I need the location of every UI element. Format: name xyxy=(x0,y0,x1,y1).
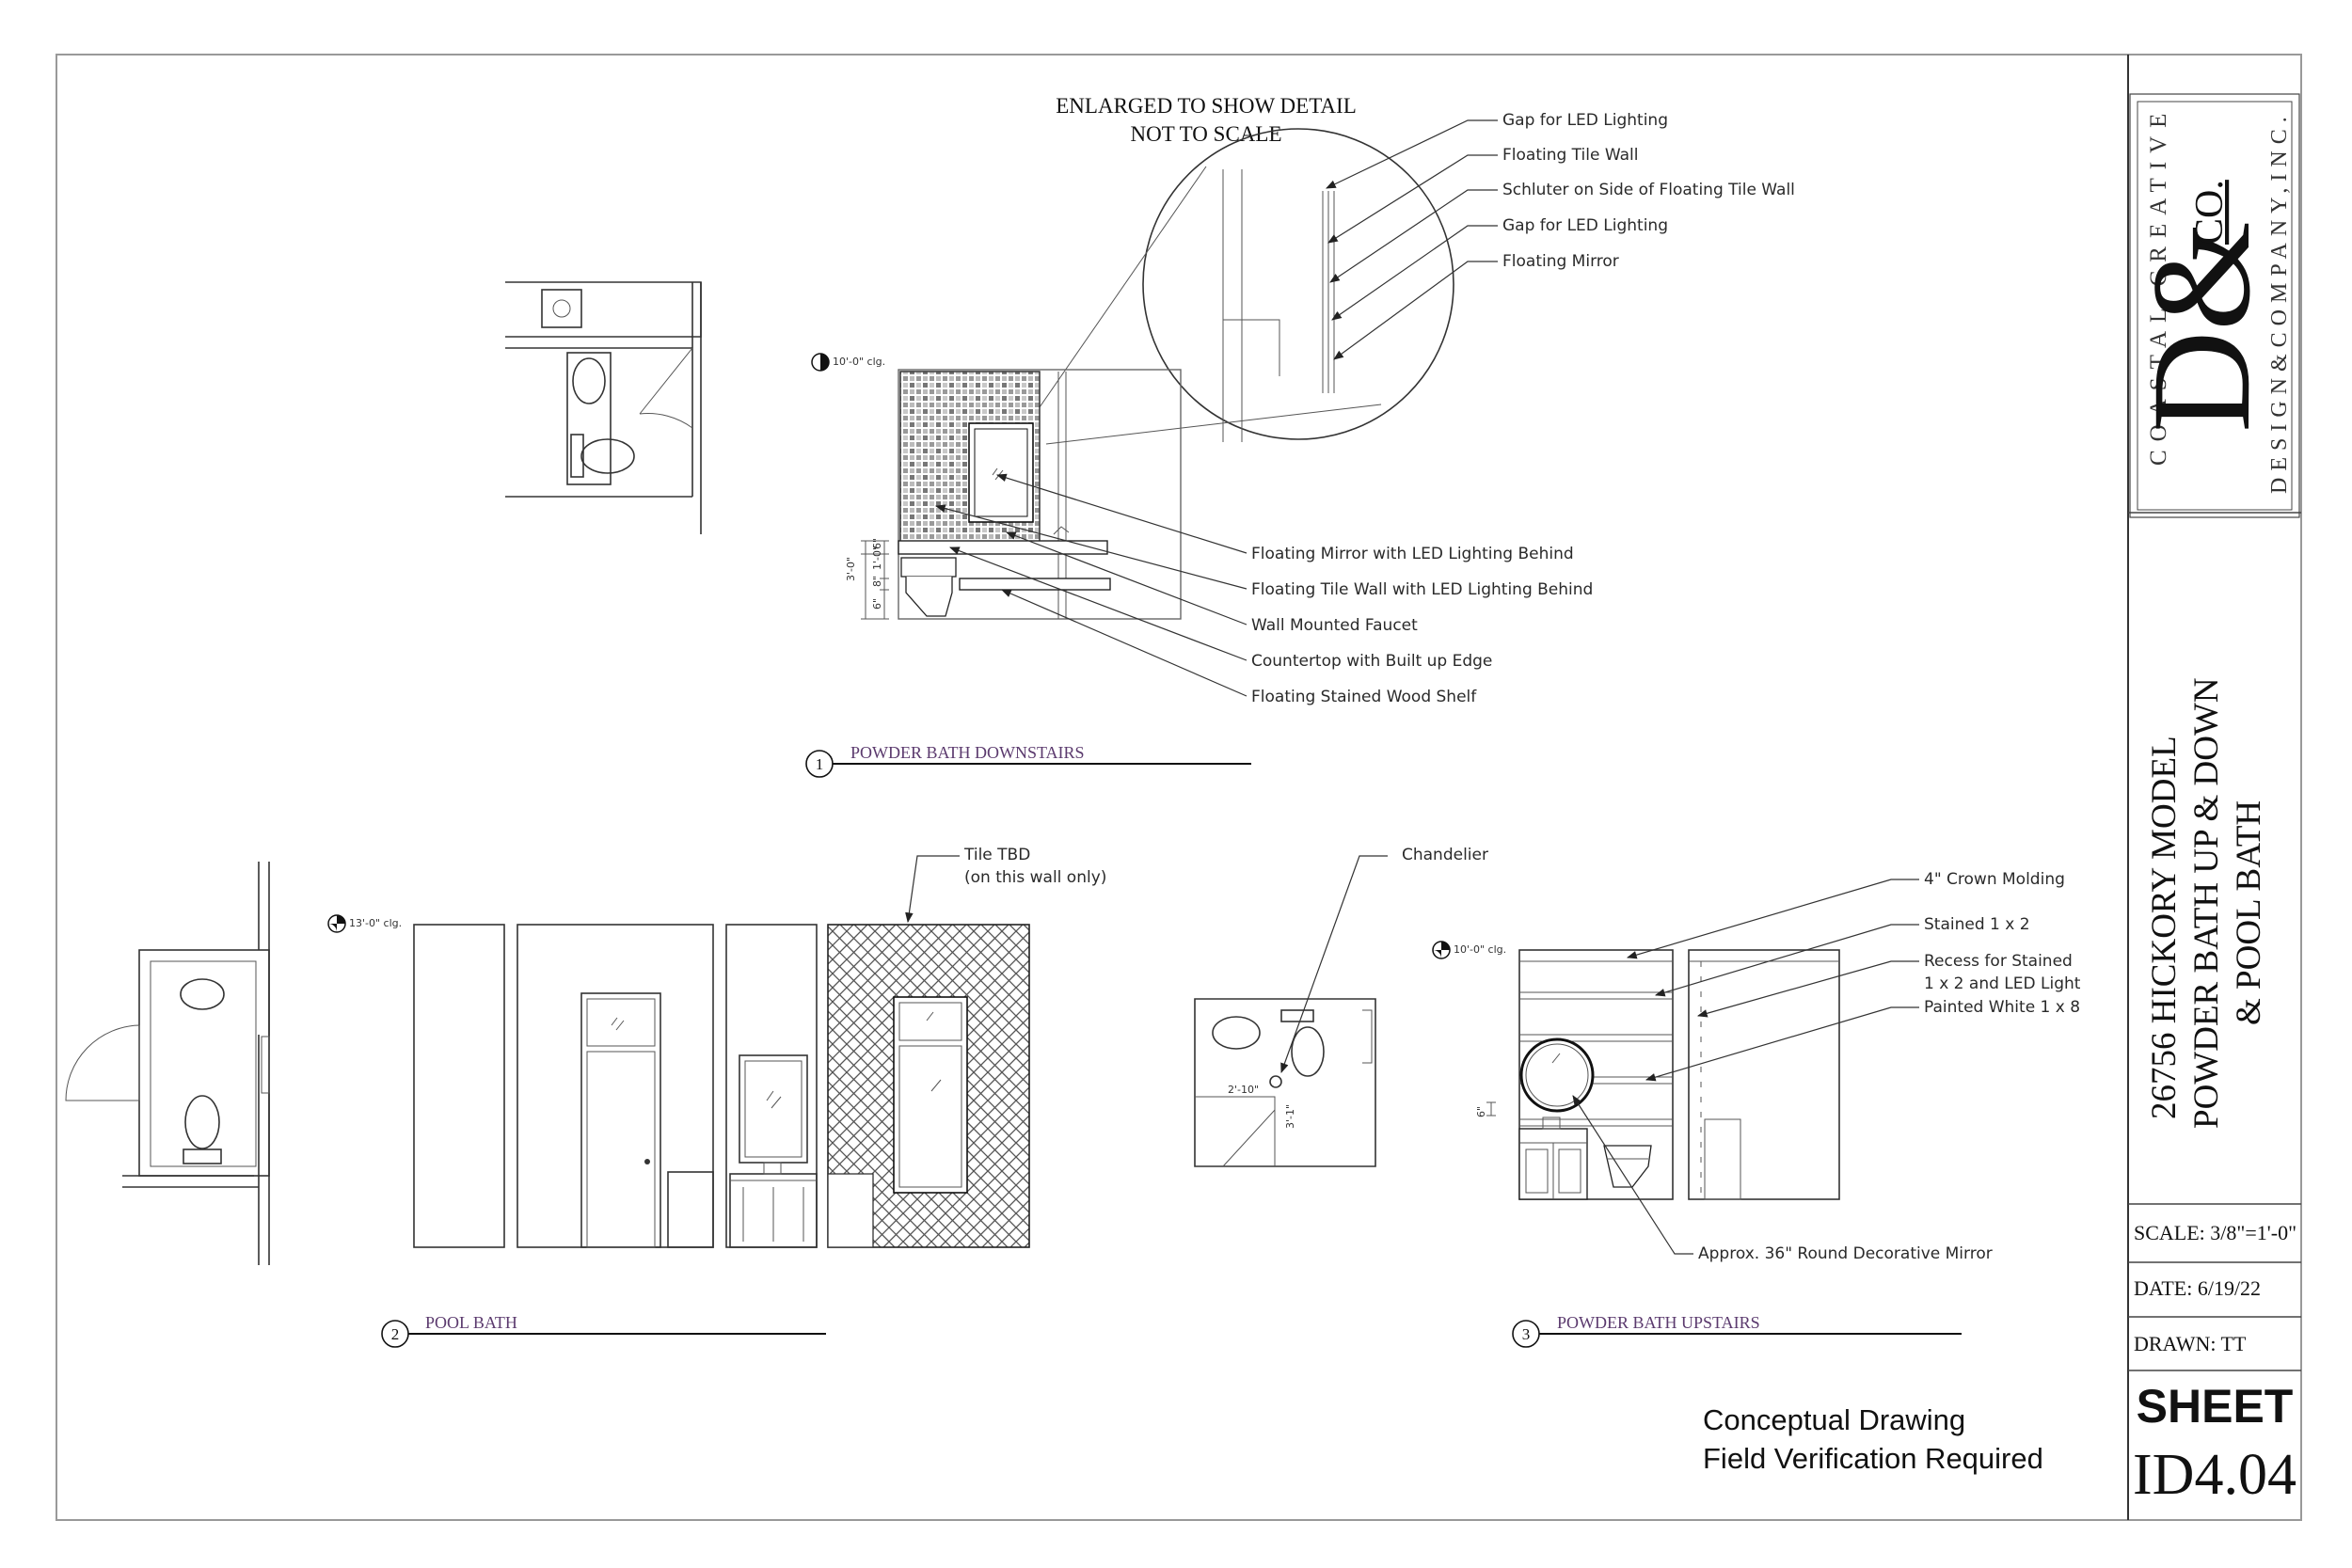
sheet-label: SHEET xyxy=(2137,1380,2294,1433)
brand-co: CO. xyxy=(2188,180,2232,245)
view3-elevation: 10'-0" clg. 6" 4" Crown Molding Stained … xyxy=(1432,870,2081,1348)
view2-ceiling: 13'-0" clg. xyxy=(349,917,402,929)
plan-dim-1: 2'-10" xyxy=(1228,1084,1259,1096)
view1-elevation: 10'-0" clg. 3'-0" 6" 1'-0" 8" 6" xyxy=(805,353,1593,778)
header-note: ENLARGED TO SHOW DETAIL NOT TO SCALE xyxy=(1056,94,1357,146)
enlarged-detail: Gap for LED Lighting Floating Tile Wall … xyxy=(1013,111,1795,445)
detail-callout-4: Gap for LED Lighting xyxy=(1502,216,1668,235)
view1-plan xyxy=(505,281,702,534)
view1-dim-c: 8" xyxy=(871,576,883,587)
view1-callout-1: Floating Mirror with LED Lighting Behind xyxy=(1251,545,1574,563)
view2-plan xyxy=(65,862,270,1265)
round-mirror xyxy=(1519,1037,1595,1113)
project-line3: & POOL BATH xyxy=(2230,800,2268,1025)
company-logo: COASTAL CREATIVE D& CO. DESIGN&COMPANY,I… xyxy=(2123,105,2292,494)
footer-note-line2: Field Verification Required xyxy=(1703,1442,2043,1475)
upstairs-lavatory-icon xyxy=(1212,1016,1261,1050)
pool-mirror xyxy=(739,1054,808,1164)
wood-shelf xyxy=(959,578,1111,591)
view3-callout-3b: 1 x 2 and LED Light xyxy=(1924,974,2081,993)
plan-dim-2: 3'-1" xyxy=(1284,1104,1296,1129)
view1-callout-labels: Floating Mirror with LED Lighting Behind… xyxy=(1251,545,1593,706)
header-note-line1: ENLARGED TO SHOW DETAIL xyxy=(1056,94,1357,118)
title-block: COASTAL CREATIVE D& CO. DESIGN&COMPANY,I… xyxy=(2123,55,2301,1520)
detail-circle xyxy=(1142,128,1454,440)
view3-ceiling: 10'-0" clg. xyxy=(1454,943,1506,956)
view3-callout-labels: 4" Crown Molding Stained 1 x 2 Recess fo… xyxy=(1698,870,2081,1263)
project-line2: POWDER BATH UP & DOWN xyxy=(2187,677,2226,1129)
view1-ceiling: 10'-0" clg. xyxy=(833,356,885,368)
side-dim: 6" xyxy=(1475,1106,1487,1117)
view3-callout-4: Painted White 1 x 8 xyxy=(1924,998,2080,1017)
view3-title: 3 POWDER BATH UPSTAIRS xyxy=(1512,1313,1962,1348)
upstairs-toilet xyxy=(1603,1145,1652,1188)
view3-leaders xyxy=(1572,879,1919,1255)
detail-callout-labels: Gap for LED Lighting Floating Tile Wall … xyxy=(1502,111,1795,271)
view2-elevation: 13'-0" clg. Tile TBD (on this wall only)… xyxy=(327,846,1106,1348)
view3-callout-1: 4" Crown Molding xyxy=(1924,870,2065,889)
tile-note-2: (on this wall only) xyxy=(964,868,1106,887)
view1-callout-5: Floating Stained Wood Shelf xyxy=(1251,688,1477,706)
footer-note: Conceptual Drawing Field Verification Re… xyxy=(1703,1403,2043,1475)
date-label: DATE: 6/19/22 xyxy=(2134,1276,2261,1300)
sheet-border xyxy=(56,54,2302,1521)
pool-window xyxy=(893,996,968,1194)
view1-dim-total: 3'-0" xyxy=(845,557,857,581)
view1-callout-3: Wall Mounted Faucet xyxy=(1251,616,1418,635)
sheet-number: ID4.04 xyxy=(2133,1443,2296,1507)
wall-panel-2 xyxy=(516,924,714,1248)
view1-title-text: POWDER BATH DOWNSTAIRS xyxy=(850,743,1085,762)
view3-callout-2: Stained 1 x 2 xyxy=(1924,915,2030,934)
toilet-icon xyxy=(580,438,635,474)
wall-panel-1 xyxy=(413,924,505,1248)
detail-callout-5: Floating Mirror xyxy=(1502,252,1619,271)
tile-note-1: Tile TBD xyxy=(963,846,1030,864)
brand-bottom: DESIGN&COMPANY,INC. xyxy=(2267,110,2292,494)
brand-mark: D& xyxy=(2123,221,2280,433)
view1-leaders xyxy=(934,473,1248,697)
detail-callout-2: Floating Tile Wall xyxy=(1502,146,1638,165)
pool-toilet-icon xyxy=(184,1095,220,1149)
brand-top: COASTAL CREATIVE xyxy=(2146,105,2171,466)
view1-dim-d: 6" xyxy=(871,598,883,610)
lavatory-icon xyxy=(572,357,606,404)
detail-leaders xyxy=(1326,119,1498,360)
view2-ceiling-marker: 13'-0" clg. xyxy=(327,914,402,933)
upstairs-toilet-icon xyxy=(1291,1026,1325,1077)
view2-title-text: POOL BATH xyxy=(425,1313,517,1332)
mirror-note: Approx. 36" Round Decorative Mirror xyxy=(1698,1244,1993,1263)
view3-callout-3a: Recess for Stained xyxy=(1924,952,2073,971)
view1-callout-4: Countertop with Built up Edge xyxy=(1251,652,1492,671)
view1-dim-a: 6" xyxy=(871,538,883,549)
project-line1: 26756 HICKORY MODEL xyxy=(2145,736,2184,1119)
chandelier-note: Chandelier xyxy=(1402,846,1488,864)
view2-title: 2 POOL BATH xyxy=(381,1313,826,1348)
view2-number: 2 xyxy=(391,1325,400,1343)
upstairs-side-wall xyxy=(1688,949,1840,1200)
pool-lavatory-icon xyxy=(180,978,225,1010)
view1-dim-b: 1'-0" xyxy=(871,546,883,570)
view3-plan: 2'-10" 3'-1" Chandelier xyxy=(1194,846,1488,1167)
view1-number: 1 xyxy=(816,755,824,773)
view3-title-text: POWDER BATH UPSTAIRS xyxy=(1557,1313,1760,1332)
project-title: 26756 HICKORY MODEL POWDER BATH UP & DOW… xyxy=(2145,677,2268,1129)
detail-callout-1: Gap for LED Lighting xyxy=(1502,111,1668,130)
logo-frame xyxy=(2129,93,2300,518)
view1-ceiling-marker: 10'-0" clg. xyxy=(811,353,885,372)
view1-callout-2: Floating Tile Wall with LED Lighting Beh… xyxy=(1251,580,1593,599)
chandelier-icon xyxy=(1269,1075,1282,1088)
upstairs-wall xyxy=(1518,949,1674,1200)
view1-dims: 3'-0" 6" 1'-0" 8" 6" xyxy=(845,538,889,620)
footer-note-line1: Conceptual Drawing xyxy=(1703,1403,1965,1436)
toilet-elevation xyxy=(905,577,953,617)
detail-callout-3: Schluter on Side of Floating Tile Wall xyxy=(1502,181,1795,199)
view3-number: 3 xyxy=(1522,1325,1531,1343)
view1-title: 1 POWDER BATH DOWNSTAIRS xyxy=(805,743,1251,778)
scale-label: SCALE: 3/8"=1'-0" xyxy=(2134,1221,2296,1244)
drawn-label: DRAWN: TT xyxy=(2134,1332,2247,1355)
view3-ceiling-marker: 10'-0" clg. xyxy=(1432,941,1506,959)
door xyxy=(580,992,661,1248)
sink-icon xyxy=(541,289,582,328)
